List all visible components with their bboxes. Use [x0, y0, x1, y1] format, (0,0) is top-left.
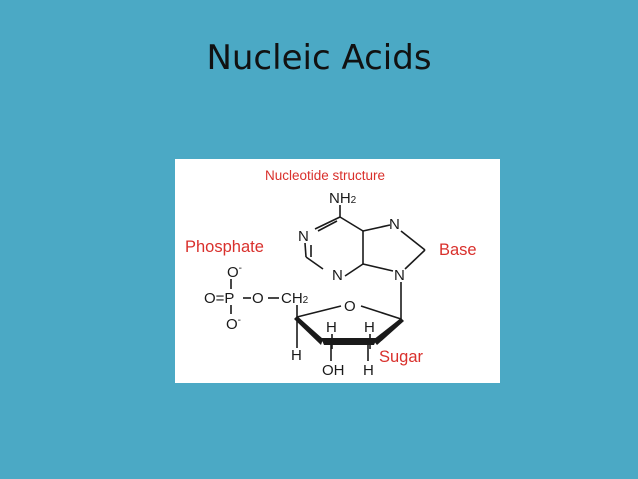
- base-label: Base: [439, 241, 477, 259]
- phosphate-o-bridge: O: [252, 290, 264, 307]
- sugar-ring-front-edge: [321, 338, 377, 345]
- ring-oxygen: O: [344, 298, 356, 315]
- nucleotide-diagram: Nucleotide structure Phosphate Base Suga…: [175, 159, 500, 383]
- nucleotide-structure-svg: Nucleotide structure Phosphate Base Suga…: [185, 168, 477, 379]
- atom-h-c2-down: H: [363, 362, 374, 379]
- atom-n-top-right: N: [389, 216, 400, 233]
- phosphate-label: Phosphate: [185, 238, 264, 256]
- phosphate-o-bottom: O-: [226, 315, 241, 333]
- phosphate-o-double: O=P: [204, 290, 234, 307]
- atom-n-left: N: [298, 228, 309, 245]
- atom-h-c4: H: [291, 347, 302, 364]
- sugar-label: Sugar: [379, 348, 424, 366]
- atom-n-bottom: N: [332, 267, 343, 284]
- diagram-caption: Nucleotide structure: [265, 168, 385, 183]
- slide-title: Nucleic Acids: [206, 38, 432, 78]
- atom-h-c2-up: H: [364, 319, 375, 336]
- ch2-group: CH2: [281, 290, 309, 307]
- sugar-ring-left-edge: [294, 316, 323, 345]
- hydroxyl-group: OH: [322, 362, 345, 379]
- sugar-ring-right-edge: [373, 318, 404, 345]
- atom-n-glycosidic: N: [394, 267, 405, 284]
- phosphate-o-top: O-: [227, 263, 242, 281]
- atom-h-c3-up: H: [326, 319, 337, 336]
- amine-group: NH2: [329, 190, 357, 207]
